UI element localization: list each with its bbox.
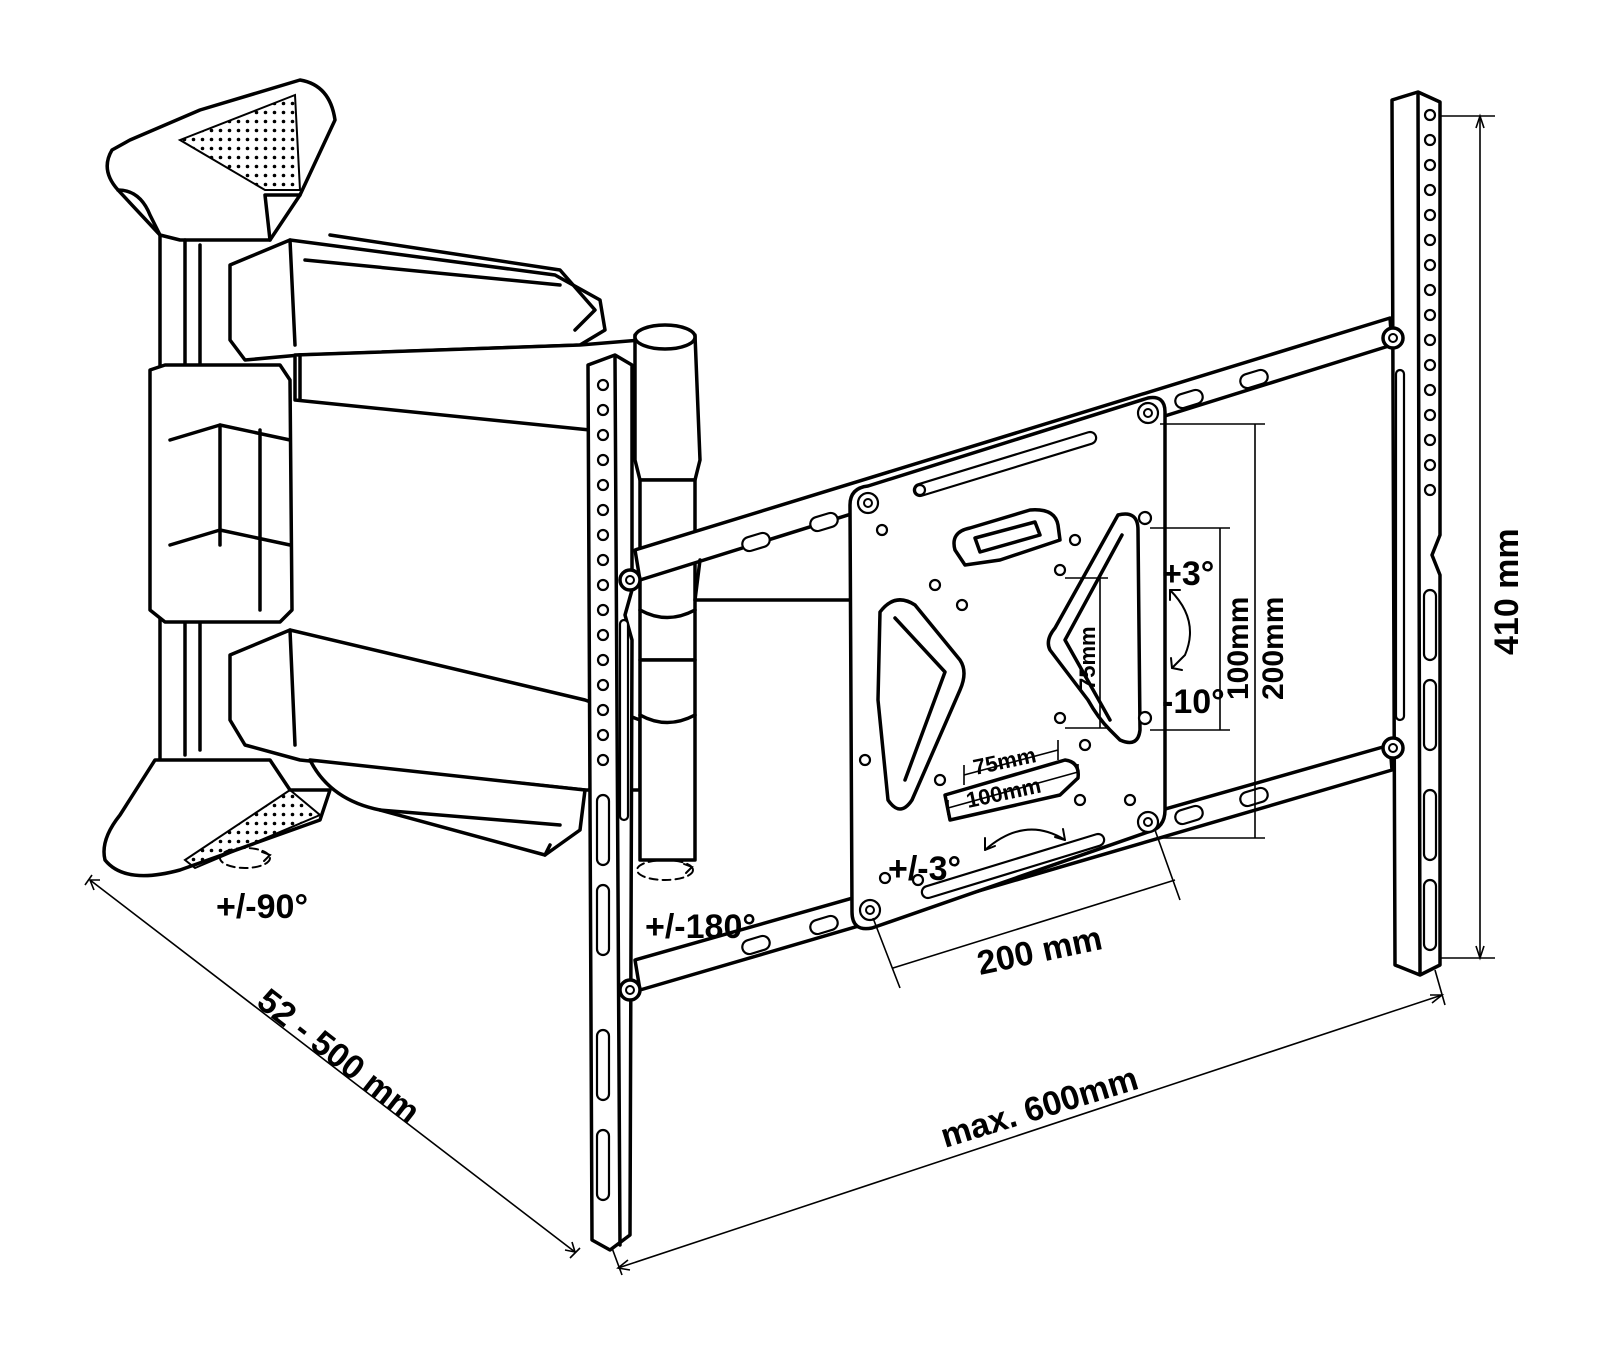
right-vertical-bar bbox=[1381, 90, 1442, 977]
label-vesa-h-75: 75mm bbox=[1075, 626, 1100, 690]
wall-plate bbox=[102, 78, 337, 878]
lower-arm bbox=[228, 628, 642, 857]
label-max-width: max. 600mm bbox=[936, 1060, 1142, 1156]
dimension-lines bbox=[84, 113, 1495, 1276]
upper-arm bbox=[228, 233, 642, 442]
label-tilt-down: -10° bbox=[1162, 683, 1225, 721]
label-height-410: 410 mm bbox=[1488, 528, 1526, 655]
vesa-plate bbox=[848, 395, 1167, 931]
label-vesa-h-100: 100mm bbox=[1222, 597, 1255, 700]
label-extension: 52 - 500 mm bbox=[250, 981, 427, 1131]
pivot-column bbox=[633, 323, 702, 862]
label-vesa-h-200: 200mm bbox=[1257, 597, 1290, 700]
label-tilt-up: +3° bbox=[1162, 555, 1214, 593]
label-swivel-left: +/-90° bbox=[216, 888, 308, 926]
label-vesa-w-200: 200 mm bbox=[974, 919, 1106, 982]
label-rotate: +/-3° bbox=[888, 850, 961, 888]
rotation-arrows bbox=[219, 589, 1191, 881]
left-vertical-bar bbox=[586, 353, 642, 1252]
label-swivel-center: +/-180° bbox=[645, 908, 756, 946]
